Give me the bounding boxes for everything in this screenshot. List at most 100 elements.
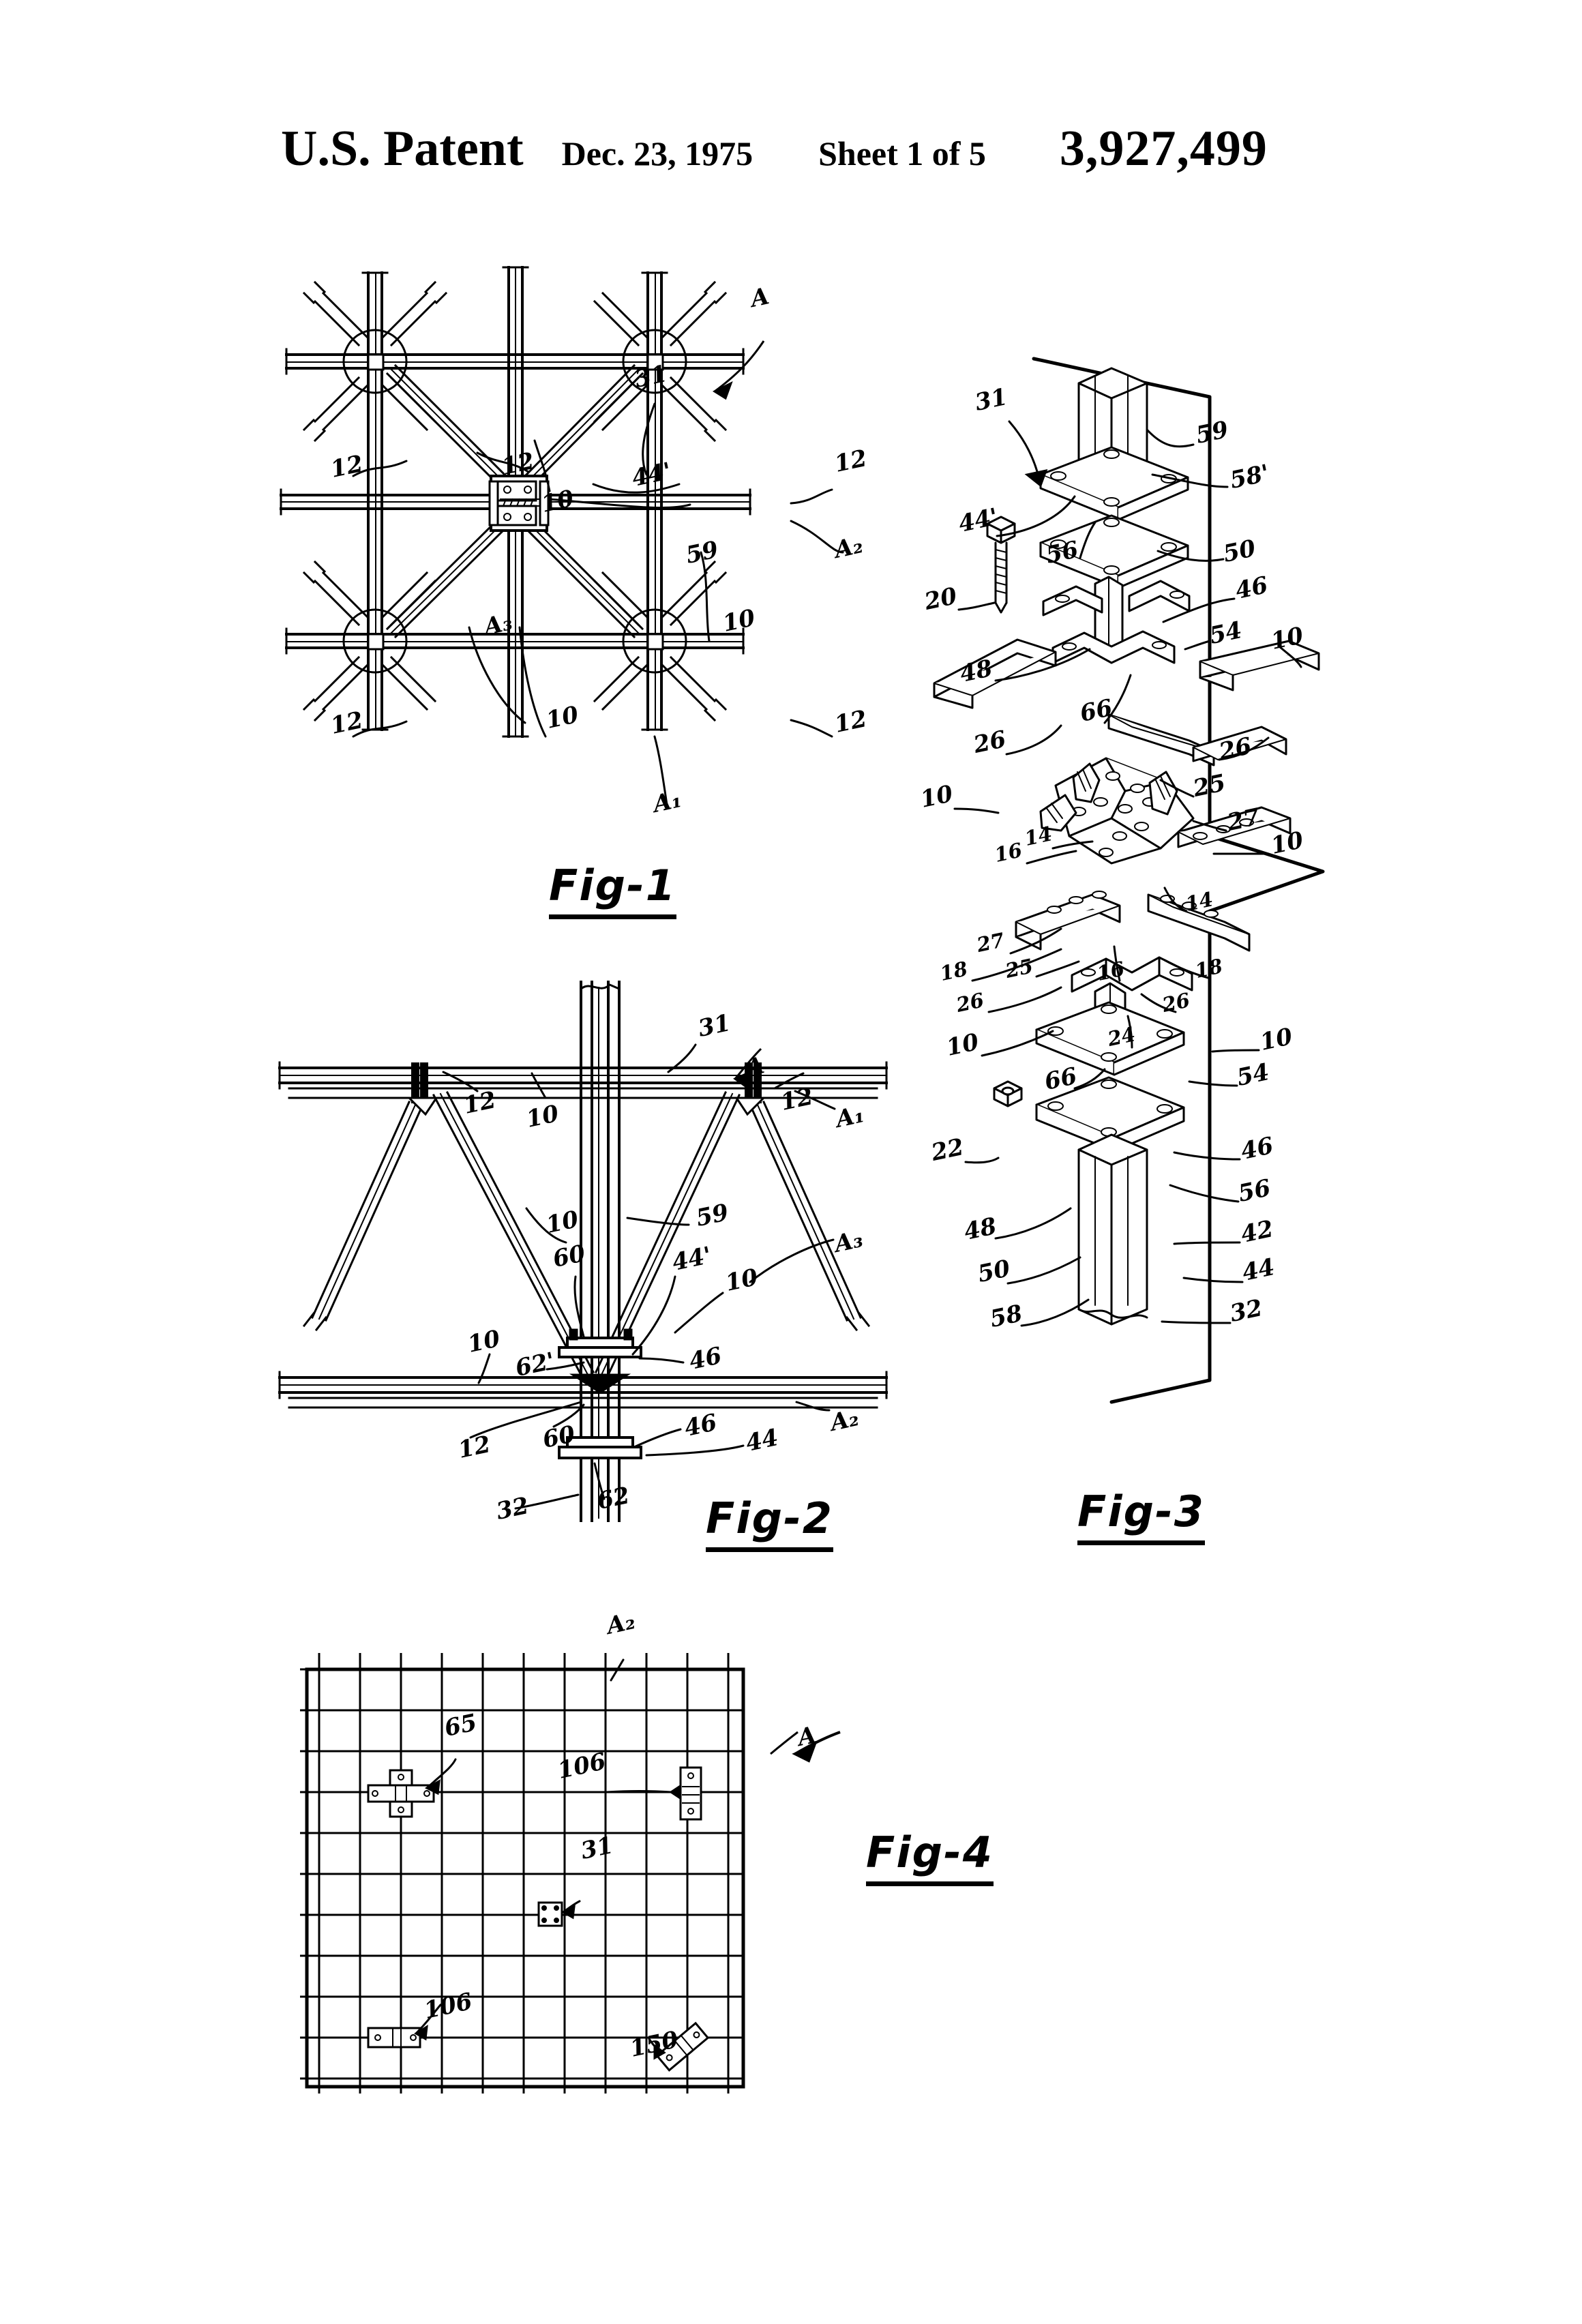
ref-numeral-66a-f3: 66 [1077, 694, 1115, 728]
leader-59-f2 [626, 1217, 690, 1226]
ref-numeral-16a-f3: 16 [992, 838, 1024, 867]
leader-10-top [533, 439, 551, 492]
leader-A2-f2 [795, 1401, 831, 1412]
ref-numeral-12c-f2: 12 [456, 1430, 493, 1464]
patent-office-label: U.S. Patent [281, 121, 524, 177]
ref-numeral-32-f3: 32 [1227, 1294, 1265, 1328]
figure-1-caption: Fig-1 [549, 861, 676, 919]
ref-numeral-50-f3: 50 [1221, 534, 1258, 568]
leader-26b-f3 [1218, 736, 1270, 761]
leader-A3-f2 [749, 1238, 835, 1283]
patent-issue-date: Dec. 23, 1975 [561, 134, 753, 173]
leader-14b-f3 [1163, 887, 1188, 912]
ref-numeral-A2-f2: A₂ [828, 1404, 862, 1437]
ref-numeral-31-f4: 31 [578, 1831, 616, 1865]
leader-106-upper-f4 [606, 1790, 672, 1793]
leader-10b-f2 [525, 1207, 567, 1244]
leader-50b-f3 [1006, 1256, 1081, 1285]
leader-12-left-top [352, 460, 408, 477]
leader-16a-f3 [1026, 850, 1077, 865]
ref-numeral-12e: 12 [832, 704, 869, 739]
ref-numeral-12a-f2: 12 [461, 1086, 498, 1120]
leader-12-mid-top [476, 451, 530, 473]
grid-lines [300, 1653, 743, 2094]
leader-10a-f2 [531, 1072, 547, 1099]
ref-numeral-10b-f3: 10 [918, 779, 955, 814]
leader-14a-f3 [1051, 840, 1094, 850]
ref-numeral-59-f2: 59 [693, 1198, 731, 1232]
leader-10-bottom [518, 626, 547, 738]
ref-numeral-10c-f3: 10 [1268, 826, 1306, 860]
ref-numeral-24-f3: 24 [1105, 1022, 1137, 1051]
caption-underline-3 [1077, 1540, 1205, 1545]
figure-2-drawing [278, 981, 888, 1522]
leader-65-f4 [426, 1758, 457, 1789]
leader-44-f2 [645, 1444, 745, 1457]
ref-numeral-60-f2: 60 [550, 1239, 588, 1273]
ref-numeral-58-f3: 58 [987, 1299, 1025, 1333]
leader-12-right-bottom [790, 719, 833, 738]
figure-4-view-arrow [764, 1691, 900, 1773]
leader-46a-f3 [1162, 597, 1236, 623]
sheet-header: U.S. Patent Dec. 23, 1975 Sheet 1 of 5 3… [0, 120, 1582, 202]
ref-numeral-12c: 12 [832, 444, 869, 478]
leader-60-f2 [573, 1275, 585, 1338]
ref-numeral-A1-f2: A₁ [833, 1101, 867, 1133]
leader-25b-f3 [1035, 960, 1080, 978]
leader-62p-f2 [546, 1361, 585, 1371]
leader-20-f3 [957, 601, 996, 611]
leader-46b-f2 [633, 1428, 682, 1448]
figure-4-grid-plan: A₂ 65 106 A 31 106 150 [293, 1607, 818, 2100]
figure-1-plan-view: A 31 12 12 10 44' 12 59 A₂ A₃ 10 10 12 1… [273, 259, 900, 846]
leader-12-left-bottom [352, 720, 408, 738]
ref-numeral-A2: A₂ [832, 531, 866, 564]
figure-3-exploded-view: 31 59 58' 44' 56 50 20 46 54 10 48 66 26… [907, 341, 1405, 1405]
leader-66b-f3 [1073, 1068, 1106, 1090]
ref-numeral-14a-f3: 14 [1022, 822, 1054, 850]
ref-numeral-60b-f2: 60 [540, 1420, 578, 1454]
leader-22-f3 [964, 1157, 1000, 1164]
leader-54b-f3 [1188, 1080, 1238, 1087]
ref-numeral-46a-f2: 46 [687, 1341, 724, 1375]
leader-46b-f3 [1173, 1151, 1241, 1161]
ref-numeral-22-f3: 22 [929, 1133, 966, 1167]
ref-numeral-59-f3: 59 [1193, 415, 1231, 449]
ref-numeral-10a-f2: 10 [524, 1099, 561, 1133]
leader-32-f3 [1161, 1320, 1232, 1324]
patent-number-label: 3,927,499 [1059, 121, 1268, 177]
fitting-150 [655, 2021, 710, 2072]
caption-underline-1 [549, 914, 676, 919]
leader-56-f3 [1079, 521, 1096, 559]
ref-numeral-A3: A₃ [481, 608, 516, 641]
leader-59-f3 [1146, 428, 1195, 448]
leader-12c-f2 [469, 1401, 582, 1439]
ref-numeral-32-f2: 32 [494, 1491, 531, 1525]
leader-60b-f2 [552, 1403, 585, 1428]
ref-numeral-46b-f3: 46 [1238, 1131, 1276, 1165]
ref-numeral-18b-f3: 18 [1193, 954, 1225, 983]
leader-58-f3 [1020, 1298, 1090, 1327]
caption-underline-4 [866, 1881, 994, 1886]
ref-numeral-44-f3: 44 [1240, 1253, 1277, 1287]
leader-12b-f2 [773, 1072, 805, 1090]
leader-10d-f2 [477, 1353, 491, 1384]
leader-48-f3 [994, 648, 1091, 682]
ref-numeral-25b-f3: 25 [1003, 954, 1035, 983]
ref-numeral-25a-f3: 25 [1191, 769, 1228, 803]
ref-numeral-42-f3: 42 [1238, 1215, 1276, 1249]
ref-numeral-48b-f3: 48 [961, 1212, 999, 1246]
ref-numeral-12a: 12 [328, 449, 365, 483]
ref-numeral-54b-f3: 54 [1234, 1058, 1272, 1092]
leader-12-right-top [790, 488, 833, 505]
ref-numeral-10d-f3: 10 [944, 1028, 981, 1062]
ref-numeral-56b-f3: 56 [1236, 1174, 1273, 1208]
leader-48b-f3 [994, 1207, 1072, 1240]
ref-numeral-12b: 12 [499, 447, 537, 481]
leader-A1-f2 [794, 1090, 836, 1110]
ref-numeral-56-f3: 56 [1043, 535, 1081, 569]
leader-18a-f3 [971, 948, 1062, 982]
figure-2-caption: Fig-2 [706, 1493, 833, 1552]
ref-numeral-10b-f2: 10 [543, 1205, 581, 1239]
leader-56b-f3 [1169, 1184, 1240, 1203]
fitting-65 [367, 1769, 435, 1818]
